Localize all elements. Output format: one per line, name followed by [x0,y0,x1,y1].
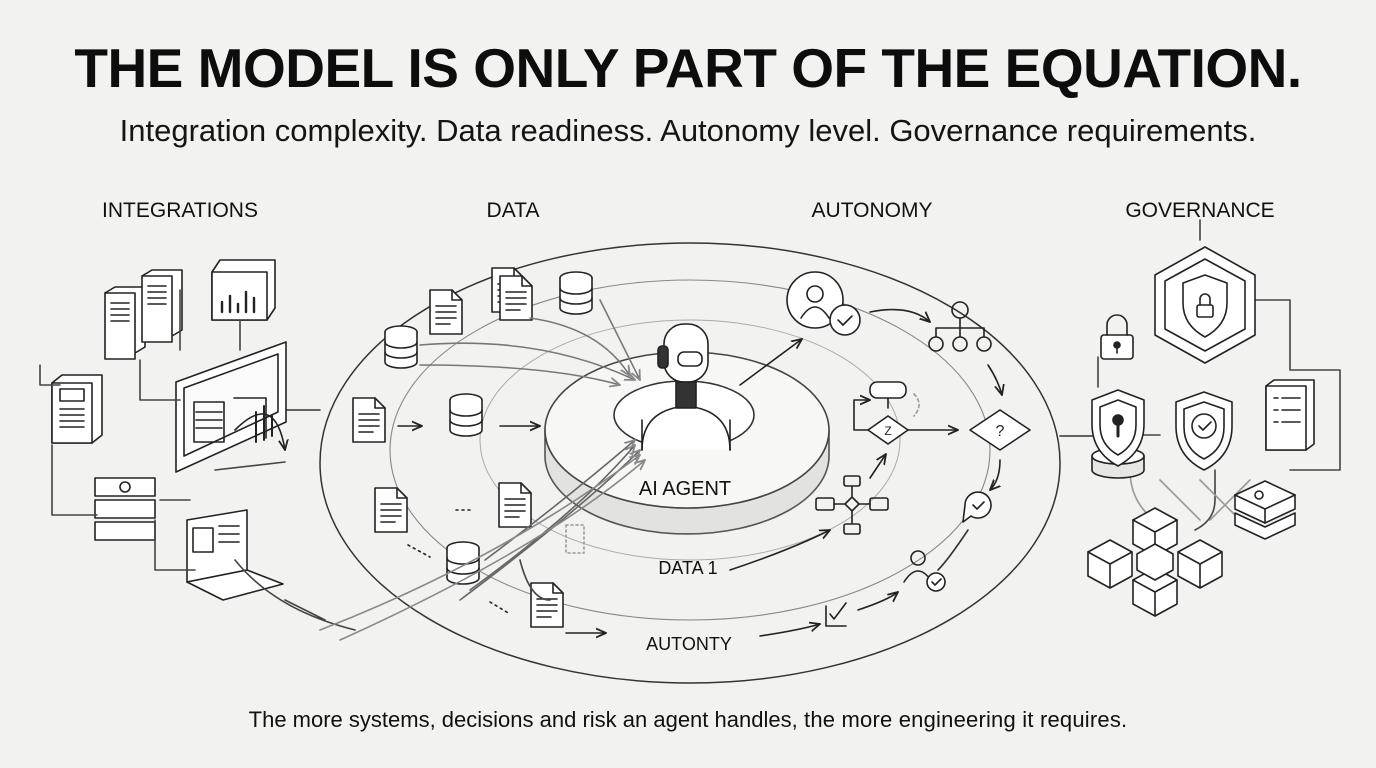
column-label-integrations: INTEGRATIONS [102,199,258,222]
server-icon [104,286,146,360]
page-title: THE MODEL IS ONLY PART OF THE EQUATION. [74,37,1302,99]
decision-diamond-icon: ? [969,409,1031,451]
document-icon [530,582,564,628]
database-icon [559,271,593,315]
server-icon [51,374,103,444]
column-label-governance: GOVERNANCE [1125,199,1275,222]
footer-text-part1: The more systems, decisions and risk an … [248,707,798,732]
user-check-small-icon [903,550,946,592]
chart-icon [211,259,276,321]
cubes-icon [1087,507,1223,617]
data-cluster [319,267,645,641]
agent-label: AI AGENT [639,478,731,500]
column-label-data: DATA [486,199,540,222]
page-subtitle: Integration complexity. Data readiness. … [119,113,1257,148]
hierarchy-icon [928,301,992,352]
footer-caption: The more systems, decisions and risk an … [0,707,1376,733]
server-icon [141,269,183,343]
robot-icon [641,323,731,451]
padlock-icon [1100,314,1134,360]
column-label-autonomy: AUTONOMY [811,199,933,222]
shield-keyhole-icon [1091,389,1145,479]
integrations-cluster [39,259,356,631]
server-stack-icon [94,477,156,541]
decision-flow-icon: Z [853,381,958,445]
svg-text:Z: Z [884,424,891,438]
document-icon [499,275,533,321]
chat-check-icon [962,491,992,523]
ring-label-autonomy: AUTONTY [646,634,732,654]
flowchart-icon [815,475,889,535]
ring-label-data: DATA 1 [658,558,717,578]
document-icon [374,487,408,533]
server-stack-icon [1234,480,1296,540]
shield-check-icon [1175,391,1233,471]
database-icon [384,325,418,369]
checklist-icon [1265,379,1315,451]
database-icon [449,393,483,437]
document-icon [352,397,386,443]
checkbox-icon [825,602,847,627]
footer-text-part2: the more engineering it requires. [797,707,1128,732]
monitor-dashboard-icon [175,341,287,473]
document-icon [498,482,532,528]
document-icon [429,289,463,335]
svg-text:?: ? [996,423,1005,440]
laptop-icon [186,509,284,601]
database-icon [446,541,480,585]
autonomy-cluster: ? Z [729,271,1031,637]
user-check-icon [786,271,861,336]
outer-ring [319,242,1061,684]
governance-cluster [1087,219,1341,617]
shield-lock-icon [1154,246,1256,364]
